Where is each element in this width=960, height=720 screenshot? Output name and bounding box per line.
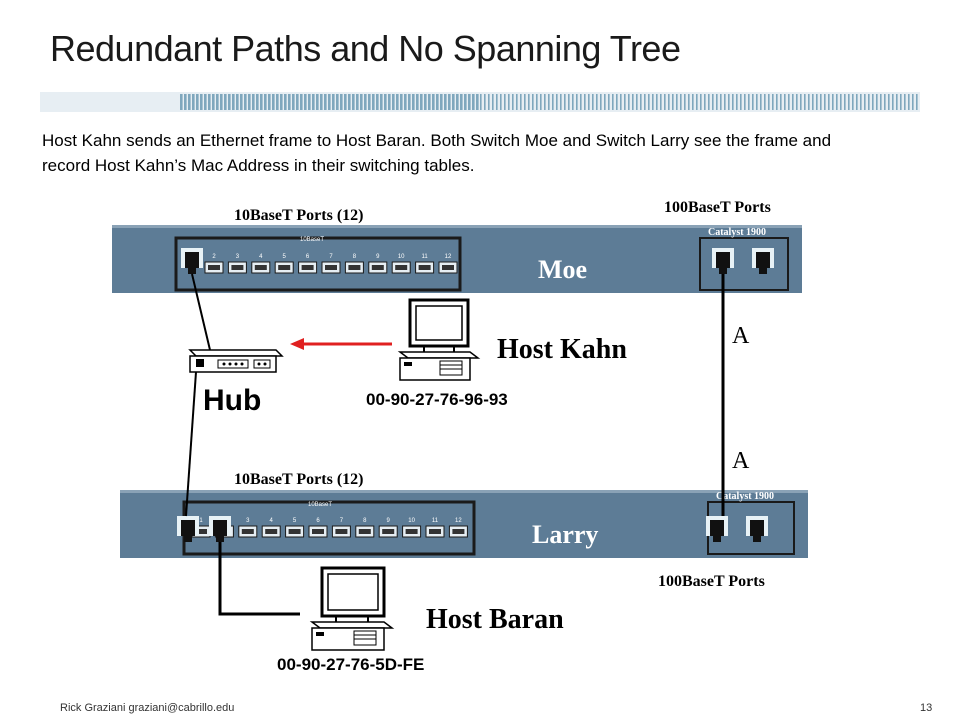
moe-model-label: Catalyst 1900 — [708, 227, 766, 238]
larry-port-10[interactable]: 10 — [402, 518, 422, 538]
larry-100baset-caption: 100BaseT Ports — [658, 573, 765, 590]
hub-device[interactable] — [188, 349, 284, 373]
moe-port-number: 12 — [445, 254, 452, 260]
moe-name: Moe — [538, 255, 587, 284]
moe-port-8[interactable]: 8 — [344, 254, 364, 274]
frame-direction-arrow — [290, 338, 392, 350]
moe-to-hub-cable — [191, 273, 211, 351]
larry-port-number: 12 — [455, 518, 462, 524]
larry-10baset-label: 10BaseT — [308, 502, 332, 508]
larry-to-baran-cable — [218, 542, 300, 616]
moe-port-3[interactable]: 3 — [227, 254, 247, 274]
moe-port-1-plug[interactable] — [181, 248, 203, 274]
moe-port-number: 4 — [259, 254, 263, 260]
larry-port-number: 4 — [270, 518, 274, 524]
larry-port-number: 9 — [387, 518, 391, 524]
larry-port-number: 3 — [246, 518, 250, 524]
hub-to-larry-cable — [185, 371, 197, 517]
larry-port-number: 11 — [432, 518, 439, 524]
larry-port-number: 8 — [363, 518, 367, 524]
page-number: 13 — [920, 702, 933, 714]
moe-100baset-port-1[interactable] — [712, 248, 734, 274]
larry-port-1-plug[interactable] — [177, 516, 199, 542]
larry-port-number: 7 — [340, 518, 344, 524]
slide-description: Host Kahn sends an Ethernet frame to Hos… — [42, 131, 832, 175]
moe-port-number: 7 — [329, 254, 333, 260]
larry-port-number: 1 — [199, 518, 203, 524]
larry-model-label: Catalyst 1900 — [716, 491, 774, 502]
host-kahn-mac: 00-90-27-76-96-93 — [366, 390, 508, 409]
moe-port-number: 2 — [212, 254, 216, 260]
larry-port-12[interactable]: 12 — [448, 518, 468, 538]
larry-port-number: 5 — [293, 518, 297, 524]
moe-port-2[interactable]: 2 — [204, 254, 224, 274]
hub-label: Hub — [203, 384, 261, 417]
moe-port-9[interactable]: 9 — [368, 254, 388, 274]
moe-port-number: 9 — [376, 254, 380, 260]
larry-port-3[interactable]: 3 — [238, 518, 258, 538]
host-baran-mac: 00-90-27-76-5D-FE — [277, 655, 424, 674]
larry-port-5[interactable]: 5 — [285, 518, 305, 538]
link-label-upper: A — [732, 323, 750, 349]
moe-100baset-port-2[interactable] — [752, 248, 774, 274]
larry-port-number: 6 — [316, 518, 320, 524]
link-label-lower: A — [732, 448, 750, 474]
larry-port-11[interactable]: 11 — [425, 518, 445, 538]
larry-100baset-port-2[interactable] — [746, 516, 768, 542]
title-band-decoration — [40, 92, 920, 112]
moe-10baset-caption: 10BaseT Ports (12) — [234, 207, 363, 224]
cables — [185, 273, 725, 616]
larry-port-7[interactable]: 7 — [331, 518, 351, 538]
host-baran-computer[interactable] — [309, 566, 395, 651]
moe-port-10[interactable]: 10 — [391, 254, 411, 274]
larry-port-2-plug[interactable] — [209, 516, 231, 542]
host-kahn-computer[interactable] — [397, 298, 481, 381]
moe-port-number: 3 — [236, 254, 240, 260]
page-title: Redundant Paths and No Spanning Tree — [50, 28, 681, 69]
moe-port-number: 6 — [306, 254, 310, 260]
moe-port-12[interactable]: 12 — [438, 254, 458, 274]
footer-author: Rick Graziani graziani@cabrillo.edu — [60, 702, 235, 714]
larry-100baset-port-1[interactable] — [706, 516, 728, 542]
moe-port-number: 8 — [353, 254, 357, 260]
switch-moe: 10BaseT Catalyst 1900 Moe 2 3 4 5 6 7 8 9 10 11 12 — [112, 225, 802, 293]
moe-port-5[interactable]: 5 — [274, 254, 294, 274]
moe-port-7[interactable]: 7 — [321, 254, 341, 274]
host-kahn-label: Host Kahn — [497, 334, 627, 365]
moe-port-number: 11 — [421, 254, 428, 260]
larry-port-8[interactable]: 8 — [355, 518, 375, 538]
moe-port-4[interactable]: 4 — [251, 254, 271, 274]
moe-port-number: 10 — [398, 254, 405, 260]
host-baran-label: Host Baran — [426, 604, 564, 635]
moe-port-number: 5 — [283, 254, 287, 260]
moe-10baset-label: 10BaseT — [300, 237, 324, 243]
moe-port-6[interactable]: 6 — [298, 254, 318, 274]
switch-larry: 10BaseT Catalyst 1900 Larry 12 3 4 5 6 7 8 9 10 1… — [120, 490, 808, 558]
larry-port-9[interactable]: 9 — [378, 518, 398, 538]
moe-100baset-caption: 100BaseT Ports — [664, 199, 771, 216]
larry-port-6[interactable]: 6 — [308, 518, 328, 538]
larry-10baset-caption: 10BaseT Ports (12) — [234, 471, 363, 488]
larry-port-4[interactable]: 4 — [261, 518, 281, 538]
larry-name: Larry — [532, 520, 598, 549]
larry-port-number: 10 — [408, 518, 415, 524]
moe-port-11[interactable]: 11 — [415, 254, 435, 274]
